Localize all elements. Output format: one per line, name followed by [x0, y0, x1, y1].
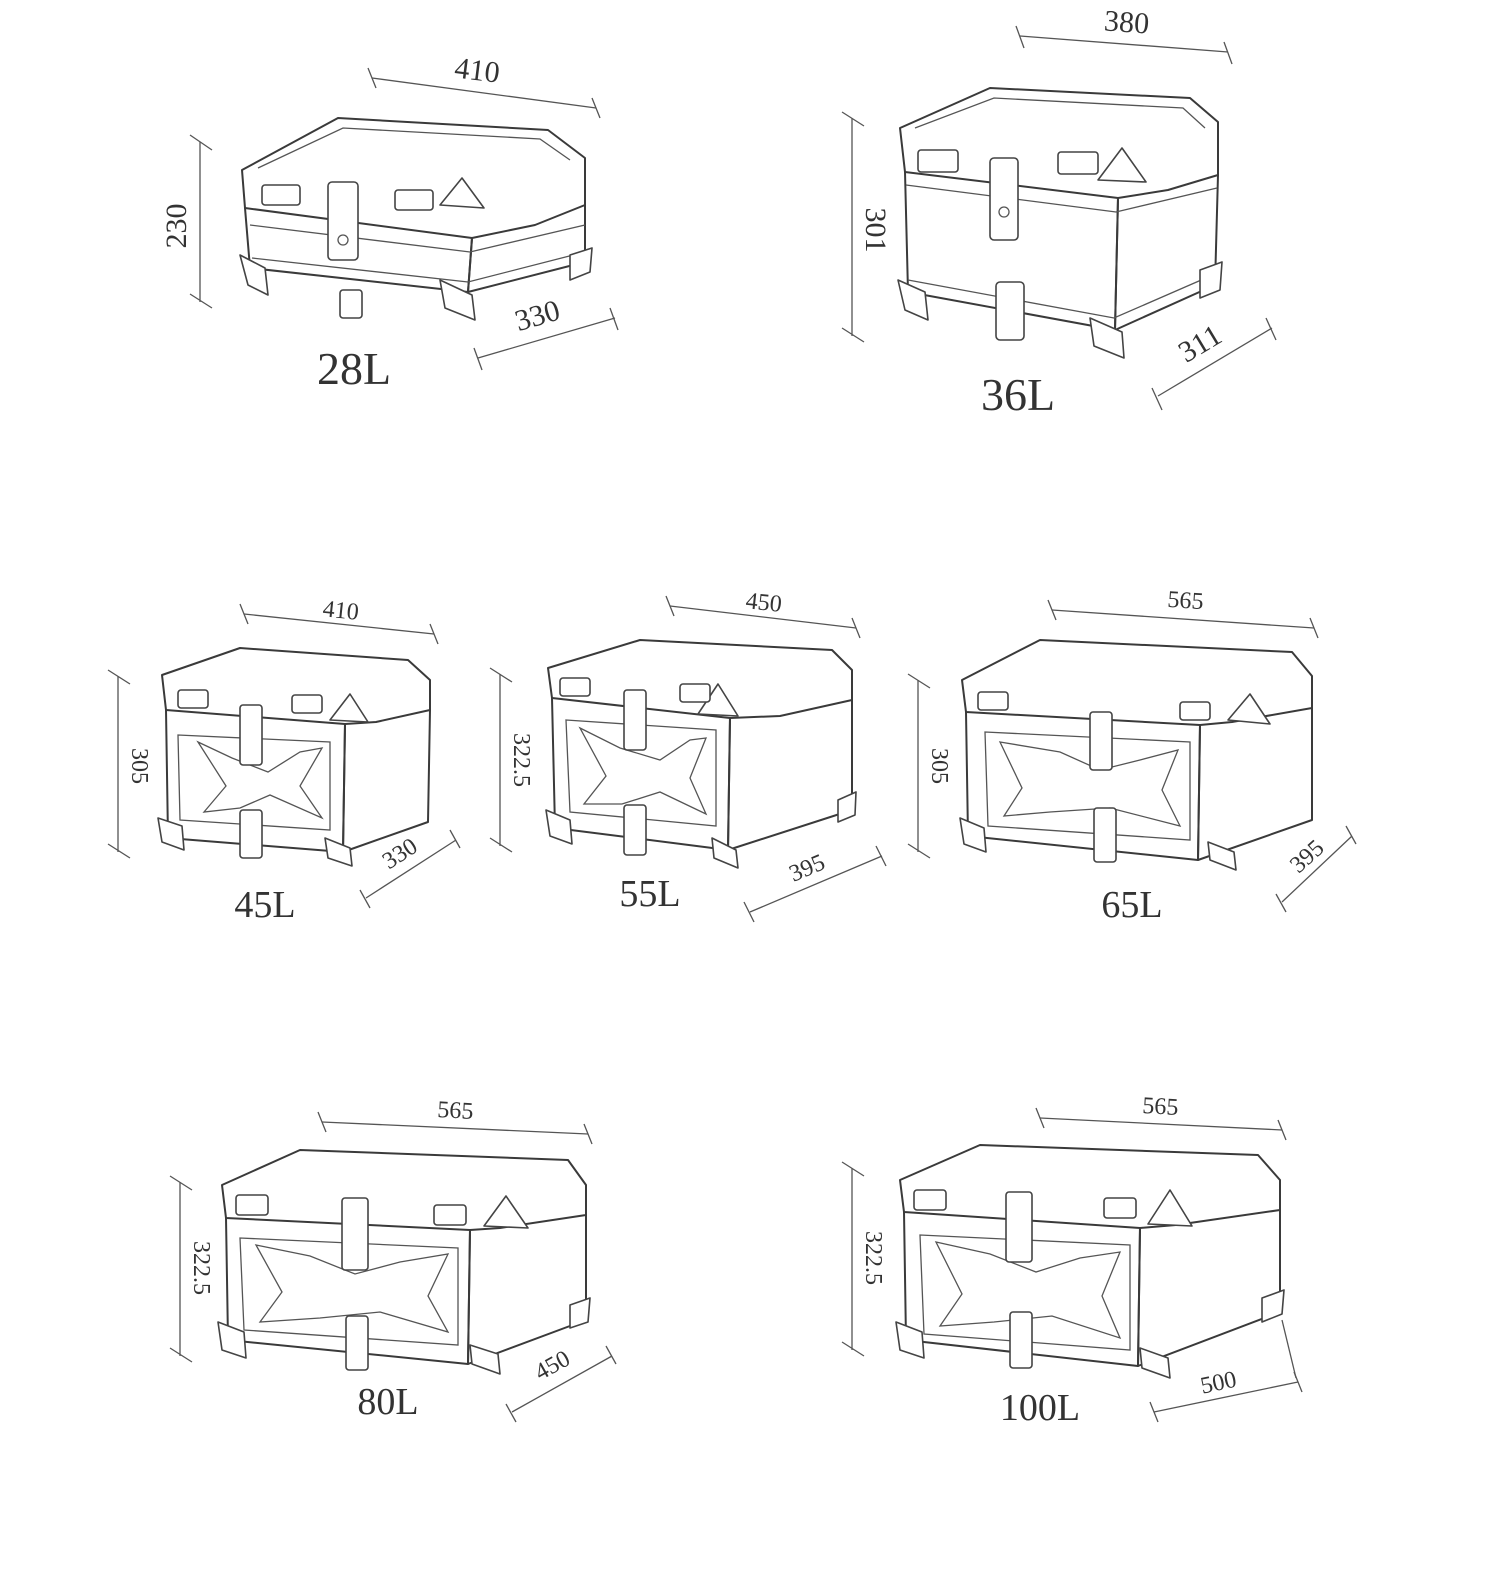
- box-55l-width-dimension: 450: [665, 588, 861, 639]
- box-80l: 565 322.5 450 80L: [169, 1097, 617, 1423]
- box-55l: 450 322.5 395 55L: [489, 588, 887, 923]
- box-45l-height-dimension: 305: [107, 669, 152, 859]
- box-55l-width-label: 450: [744, 588, 783, 618]
- box-45l-width-dimension: 410: [239, 596, 439, 645]
- box-80l-width-label: 565: [437, 1097, 474, 1125]
- box-28l-depth-dimension: 330: [473, 294, 619, 371]
- box-80l-width-dimension: 565: [317, 1097, 593, 1145]
- box-36l-width-label: 380: [1103, 4, 1150, 40]
- box-28l-capacity-label: 28L: [317, 343, 391, 394]
- box-45l-height-label: 305: [126, 748, 152, 784]
- box-36l: 380 301 311 36L: [841, 4, 1277, 420]
- box-45l: 410 305 330 45L: [107, 596, 461, 926]
- box-100l-depth-label: 500: [1198, 1367, 1239, 1400]
- box-55l-height-dimension: 322.5: [489, 667, 534, 853]
- box-80l-capacity-label: 80L: [357, 1381, 418, 1423]
- box-65l: 565 305 395 65L: [907, 587, 1357, 926]
- box-36l-height-label: 301: [859, 208, 892, 253]
- box-80l-drawing: [217, 1149, 591, 1375]
- box-65l-height-dimension: 305: [907, 673, 952, 859]
- box-55l-height-label: 322.5: [508, 733, 534, 787]
- box-80l-height-dimension: 322.5: [169, 1175, 214, 1363]
- box-36l-depth-dimension: 311: [1151, 317, 1277, 411]
- box-28l: 410 230 330 28L: [160, 51, 619, 394]
- box-36l-depth-label: 311: [1173, 318, 1228, 369]
- box-28l-height-dimension: 230: [160, 134, 213, 309]
- box-65l-drawing: [959, 639, 1313, 871]
- box-45l-capacity-label: 45L: [234, 884, 295, 926]
- box-65l-depth-dimension: 395: [1275, 825, 1357, 913]
- box-100l-height-dimension: 322.5: [841, 1161, 886, 1357]
- box-65l-height-label: 305: [926, 748, 952, 784]
- box-100l-drawing: [895, 1144, 1285, 1379]
- box-45l-depth-label: 330: [378, 833, 422, 874]
- box-100l-height-label: 322.5: [860, 1231, 886, 1285]
- box-80l-height-label: 322.5: [188, 1241, 214, 1295]
- box-65l-capacity-label: 65L: [1101, 884, 1162, 926]
- box-55l-capacity-label: 55L: [619, 873, 680, 915]
- box-55l-depth-dimension: 395: [743, 845, 887, 923]
- box-100l-depth-dimension: 500: [1149, 1319, 1303, 1423]
- box-100l-width-label: 565: [1142, 1093, 1179, 1121]
- box-100l-capacity-label: 100L: [1000, 1387, 1080, 1429]
- box-45l-width-label: 410: [321, 596, 360, 626]
- box-45l-drawing: [157, 647, 431, 867]
- box-100l-width-dimension: 565: [1035, 1093, 1287, 1141]
- box-28l-width-dimension: 410: [367, 51, 601, 119]
- box-36l-drawing: [897, 87, 1223, 359]
- box-65l-width-dimension: 565: [1047, 587, 1319, 639]
- box-65l-depth-label: 395: [1285, 835, 1329, 878]
- box-100l: 565 322.5 500 100L: [841, 1093, 1303, 1429]
- box-80l-depth-dimension: 450: [505, 1345, 617, 1423]
- box-65l-width-label: 565: [1167, 587, 1205, 615]
- box-28l-drawing: [239, 117, 593, 321]
- box-28l-height-label: 230: [160, 204, 193, 249]
- box-55l-drawing: [545, 639, 857, 869]
- box-36l-height-dimension: 301: [841, 111, 892, 343]
- box-28l-width-label: 410: [453, 51, 502, 89]
- box-36l-width-dimension: 380: [1015, 4, 1233, 65]
- box-36l-capacity-label: 36L: [981, 369, 1055, 420]
- box-28l-depth-label: 330: [511, 294, 563, 338]
